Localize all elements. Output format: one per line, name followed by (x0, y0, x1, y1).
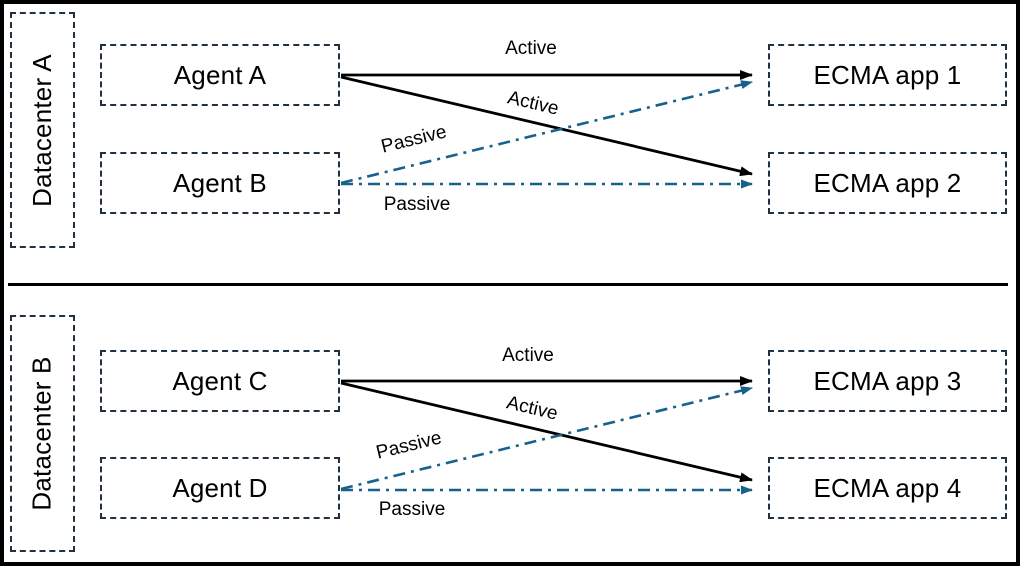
ecma-app-2-label: ECMA app 2 (813, 167, 962, 198)
ecma-app-1-label: ECMA app 1 (813, 59, 962, 90)
agent-a-box: Agent A (100, 44, 340, 106)
datacenter-divider (8, 283, 1008, 286)
agent-b-box: Agent B (100, 152, 340, 214)
agent-c-box: Agent C (100, 350, 340, 412)
agent-d-label: Agent D (172, 472, 268, 503)
datacenter-a-box: Datacenter A (10, 12, 75, 248)
agent-b-label: Agent B (173, 167, 267, 198)
ecma-app-1-box: ECMA app 1 (768, 44, 1007, 106)
datacenter-a-label: Datacenter A (27, 53, 57, 207)
connector-agent-d-to-app-3-passive (340, 386, 753, 491)
label-passive-d4: Passive (378, 499, 446, 520)
label-active-c3: Active (502, 345, 554, 366)
connector-agent-b-to-app-1-passive (340, 80, 753, 185)
label-passive-b2: Passive (383, 194, 451, 215)
ecma-app-4-label: ECMA app 4 (813, 472, 962, 503)
agent-c-label: Agent C (172, 365, 268, 396)
label-active-a1: Active (505, 38, 557, 59)
ecma-app-3-box: ECMA app 3 (768, 350, 1007, 412)
agent-a-label: Agent A (173, 59, 267, 90)
connector-agent-a-to-app-2-active (340, 75, 753, 177)
ecma-app-4-box: ECMA app 4 (768, 457, 1007, 519)
ecma-app-3-label: ECMA app 3 (813, 365, 962, 396)
agent-d-box: Agent D (100, 457, 340, 519)
connector-agent-c-to-app-4-active (340, 381, 753, 483)
datacenter-b-label: Datacenter B (27, 356, 57, 511)
ecma-app-2-box: ECMA app 2 (768, 152, 1007, 214)
datacenter-b-box: Datacenter B (10, 315, 75, 552)
